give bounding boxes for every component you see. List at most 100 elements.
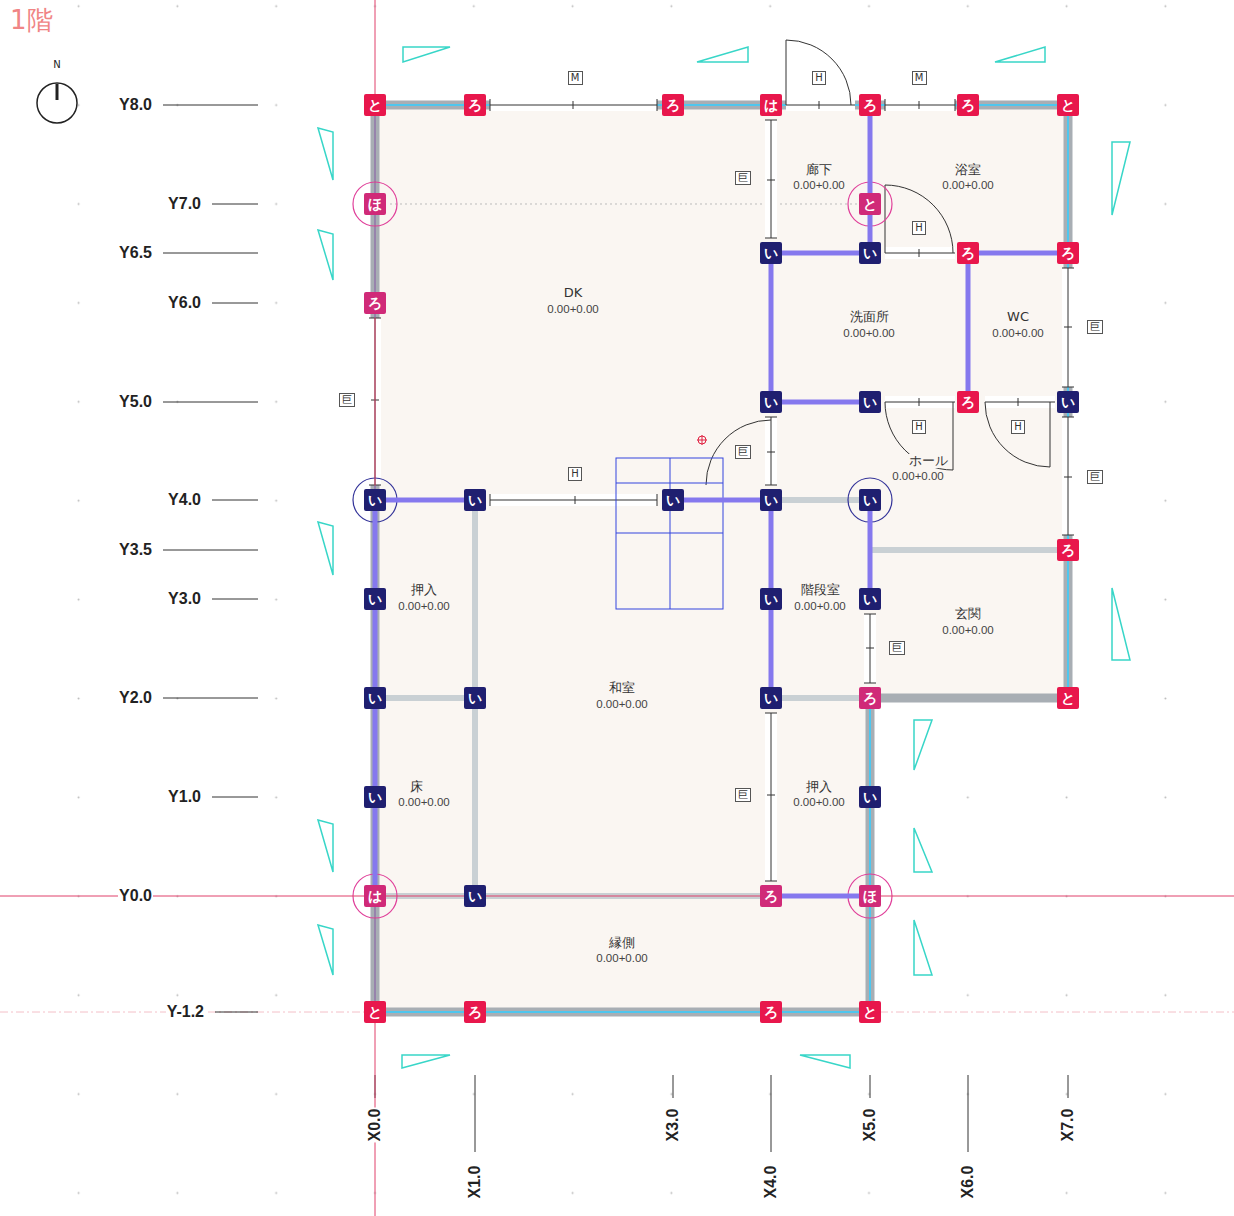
- axis-label: Y5.0: [118, 393, 153, 411]
- room-name: 玄関: [954, 607, 982, 621]
- origin-mark: [698, 436, 706, 444]
- compass-letter: N: [53, 59, 60, 70]
- column-marker: は: [760, 94, 782, 116]
- marker-text: と: [368, 1005, 382, 1019]
- bearing-wall: [979, 251, 1057, 256]
- partition-wall: [771, 695, 870, 701]
- opening: [765, 881, 777, 882]
- opening: [919, 398, 920, 406]
- opening: [771, 713, 772, 881]
- door-swing: [953, 402, 954, 470]
- eave-triangle: [1112, 142, 1130, 215]
- column-marker: ろ: [662, 94, 684, 116]
- opening: [955, 99, 956, 111]
- opening: [1062, 417, 1074, 418]
- column-marker: い: [760, 391, 782, 413]
- bearing-wall: [373, 511, 378, 588]
- marker-text: は: [368, 889, 382, 903]
- area-value: 0.00+0.00: [397, 796, 450, 809]
- opening-symbol: 巨: [339, 393, 355, 407]
- area-value: 0.00+0.00: [397, 600, 450, 613]
- axis-tick: [870, 1075, 871, 1098]
- axis-tick: [163, 105, 1068, 1152]
- opening: [767, 452, 775, 453]
- axis-label: X6.0: [959, 1165, 977, 1200]
- axis-label: X3.0: [664, 1108, 682, 1143]
- marker-text: い: [468, 889, 482, 903]
- axis-label: Y-1.2: [166, 1003, 205, 1021]
- axis-tick: [212, 797, 258, 798]
- bearing-wall: [782, 894, 859, 899]
- opening: [765, 417, 777, 485]
- marker-text: ろ: [961, 246, 975, 260]
- axis-tick: [771, 1075, 772, 1152]
- marker-text: 巨: [738, 790, 748, 800]
- opening: [985, 396, 1055, 408]
- opening: [765, 120, 777, 238]
- column-marker: と: [859, 193, 881, 215]
- column-marker: い: [464, 489, 486, 511]
- opening: [919, 249, 920, 257]
- column-marker: い: [464, 885, 486, 907]
- opening-symbol: 巨: [889, 641, 905, 655]
- axis-tick: [163, 550, 258, 551]
- eave-triangle: [914, 828, 932, 872]
- axis-tick: [163, 402, 258, 403]
- marker-text: ろ: [1061, 246, 1075, 260]
- column-marker: い: [760, 588, 782, 610]
- partition-wall: [375, 695, 475, 701]
- bearing-wall: [373, 610, 378, 687]
- axis-label: Y6.0: [167, 294, 202, 312]
- opening-symbol: 巨: [735, 171, 751, 185]
- opening: [1068, 417, 1069, 535]
- axis-tick: [212, 599, 258, 600]
- opening: [985, 402, 1055, 403]
- room-name: ホール: [908, 454, 949, 468]
- partition-wall: [771, 497, 870, 503]
- column-marker: い: [364, 489, 386, 511]
- opening-symbol: 巨: [735, 788, 751, 802]
- axis-label: X1.0: [466, 1165, 484, 1200]
- marker-text: ろ: [666, 98, 680, 112]
- column-marker: い: [859, 786, 881, 808]
- marker-text: と: [1061, 98, 1075, 112]
- bearing-wall: [782, 400, 859, 405]
- room-name: 押入: [410, 583, 438, 597]
- column-marker: ろ: [957, 242, 979, 264]
- marker-text: 巨: [738, 447, 748, 457]
- marker-text: ろ: [863, 98, 877, 112]
- axis-label: Y4.0: [167, 491, 202, 509]
- marker-text: い: [863, 246, 877, 260]
- column-marker: い: [859, 242, 881, 264]
- room-name: 和室: [608, 681, 636, 695]
- compass: [56, 84, 59, 100]
- axis-tick: [212, 500, 258, 501]
- marker-text: H: [815, 73, 823, 83]
- opening: [1062, 417, 1074, 535]
- marker-text: い: [764, 691, 778, 705]
- opening: [819, 101, 820, 109]
- opening: [866, 648, 874, 649]
- floor-fill: [375, 105, 1068, 1012]
- marker-text: ろ: [961, 98, 975, 112]
- origin-axis: [0, 896, 1234, 897]
- opening: [919, 101, 920, 109]
- room-name: 廊下: [805, 163, 833, 177]
- axis-tick: [212, 204, 258, 205]
- axis-label: X0.0: [366, 1108, 384, 1143]
- marker-text: ろ: [863, 691, 877, 705]
- staircase: [616, 458, 723, 609]
- door-swing: [885, 402, 953, 470]
- opening: [369, 99, 1074, 881]
- column-marker: い: [760, 242, 782, 264]
- opening: [864, 614, 876, 683]
- opening: [885, 402, 955, 403]
- eave-triangle: [318, 522, 333, 575]
- axis-tick: [475, 1075, 476, 1152]
- bearing-wall: [769, 511, 774, 588]
- eave-triangle: [318, 128, 333, 180]
- opening-symbol: M: [568, 71, 583, 85]
- marker-text: 巨: [1090, 322, 1100, 332]
- opening: [1062, 268, 1074, 387]
